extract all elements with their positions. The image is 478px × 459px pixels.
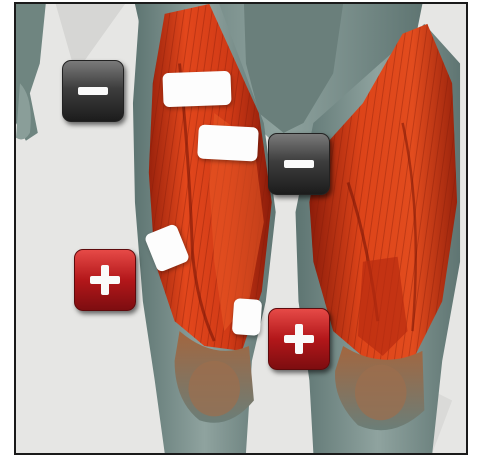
minus-icon — [76, 74, 110, 108]
image-frame — [14, 2, 468, 455]
positive-electrode-button[interactable] — [74, 249, 136, 311]
negative-electrode-button[interactable] — [268, 133, 330, 195]
electrode-pad — [197, 124, 259, 161]
electrode-pad — [162, 71, 231, 107]
electrode-pad — [232, 298, 262, 336]
positive-electrode-button[interactable] — [268, 308, 330, 370]
plus-icon — [88, 263, 122, 297]
negative-electrode-button[interactable] — [62, 60, 124, 122]
plus-icon — [282, 322, 316, 356]
minus-icon — [282, 147, 316, 181]
